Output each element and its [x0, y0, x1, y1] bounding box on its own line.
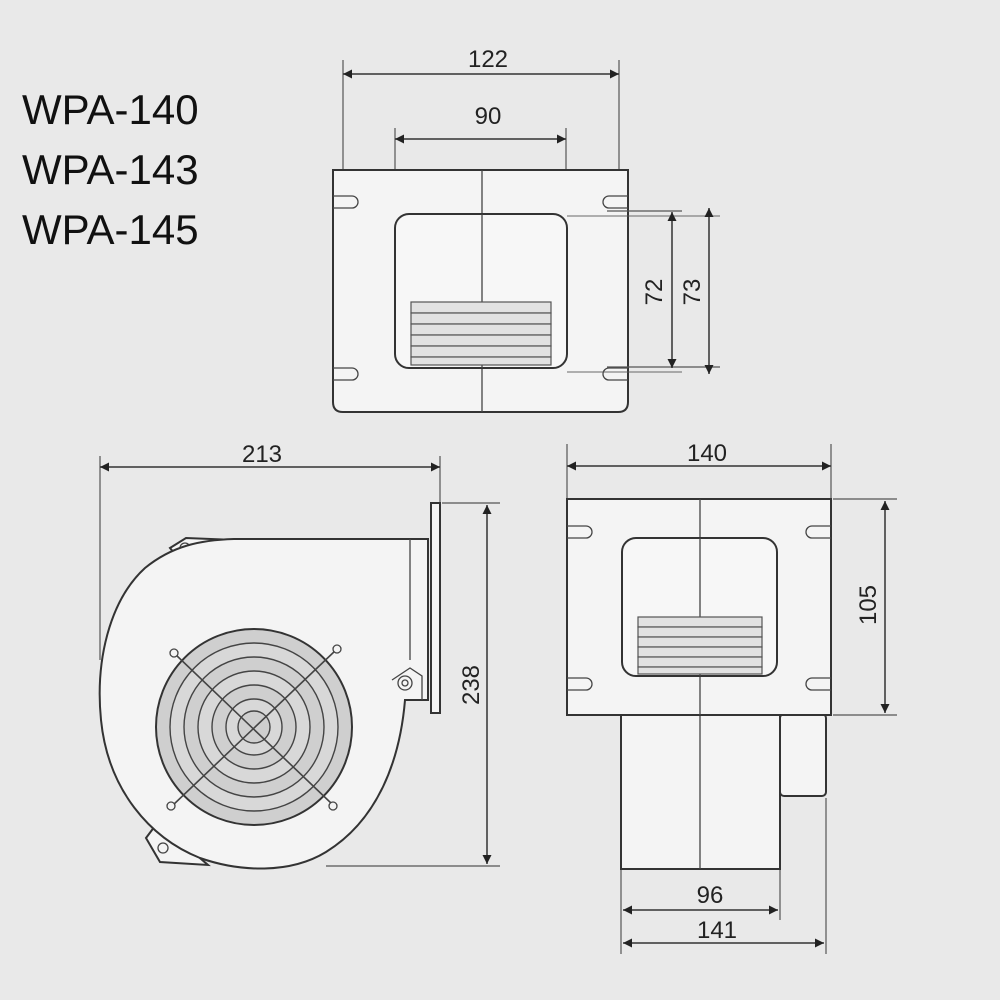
- model-label: WPA-145: [22, 206, 199, 253]
- damper-slats: [637, 616, 763, 675]
- dimension-73: 73: [679, 279, 706, 306]
- dimension-72: 72: [641, 279, 668, 306]
- damper-slats: [410, 301, 552, 366]
- inlet-grille: [155, 628, 353, 826]
- model-label: WPA-143: [22, 146, 199, 193]
- top-view: 122 90: [332, 46, 720, 413]
- dimension-140: 140: [687, 440, 727, 467]
- dimension-141: 141: [697, 917, 737, 944]
- side-view: 213: [98, 441, 500, 870]
- front-view: 140: [566, 440, 897, 954]
- mount-slot: [805, 525, 831, 539]
- dimension-96: 96: [697, 882, 724, 909]
- dimension-238: 238: [458, 665, 485, 705]
- mount-slot: [602, 195, 628, 209]
- mount-slot: [602, 367, 628, 381]
- outlet-flange-side: [430, 502, 441, 714]
- dimension-90: 90: [475, 103, 502, 130]
- mount-slot: [333, 367, 359, 381]
- motor-box: [779, 713, 827, 797]
- model-list: WPA-140 WPA-143 WPA-145: [22, 80, 199, 260]
- mount-slot: [333, 195, 359, 209]
- dimension-105: 105: [855, 585, 882, 625]
- model-label: WPA-140: [22, 86, 199, 133]
- mount-slot: [567, 677, 593, 691]
- mount-slot: [805, 677, 831, 691]
- mount-slot: [567, 525, 593, 539]
- dimension-213: 213: [242, 441, 282, 468]
- bolt-icon: [397, 675, 413, 691]
- dimension-122: 122: [468, 46, 508, 73]
